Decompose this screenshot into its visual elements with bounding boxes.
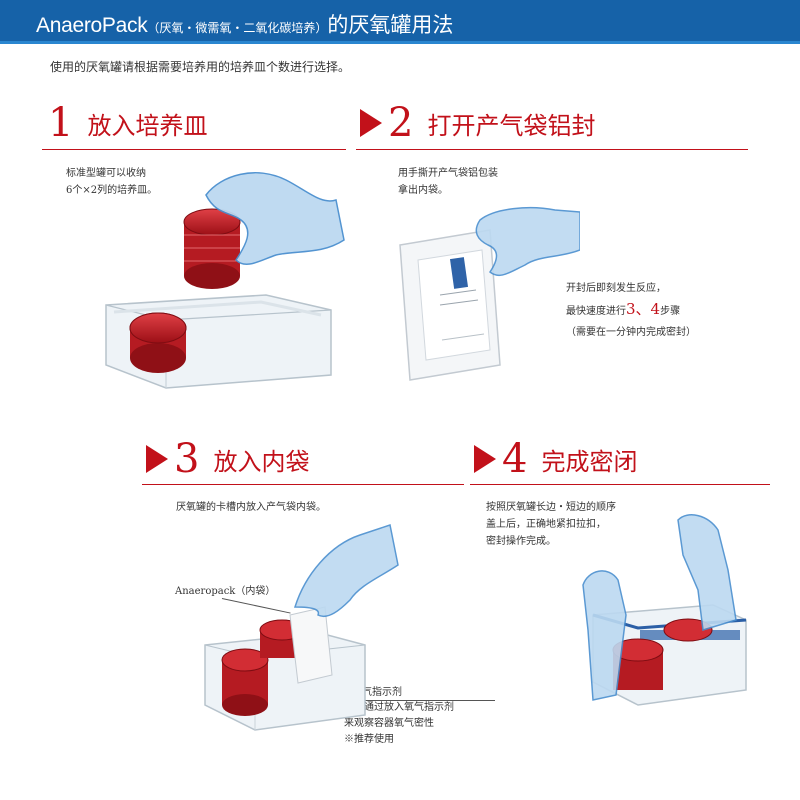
step-2-note: 用手撕开产气袋铝包装 拿出内袋。	[398, 168, 498, 196]
step-number: 2	[388, 100, 414, 146]
step-2-rule	[356, 149, 748, 150]
step-arrow-icon	[146, 445, 168, 473]
step-arrow-icon	[474, 445, 496, 473]
inner-bag	[289, 606, 333, 684]
brand-name: AnaeroPack	[36, 14, 148, 37]
step-2-heading: 2 打开产气袋铝封	[360, 100, 595, 146]
glove-icon	[475, 206, 580, 277]
title-tail: 的厌氧罐用法	[327, 13, 454, 37]
step-number: 1	[48, 100, 74, 146]
brand-subtitle: （厌氧・微需氧・二氧化碳培养）	[147, 21, 328, 35]
step-3-note: 厌氧罐的卡槽内放入产气袋内袋。	[176, 502, 326, 513]
step-2-warning: 开封后即刻发生反应， 最快速度进行3、4步骤 （需要在一分钟内完成密封）	[566, 283, 696, 338]
page-title: AnaeroPack（厌氧・微需氧・二氧化碳培养）的厌氧罐用法	[36, 9, 453, 39]
step-label: 完成密闭	[541, 447, 638, 476]
step-1-note: 标准型罐可以收纳 6个×2列的培养皿。	[66, 168, 158, 196]
gas-pack	[399, 229, 501, 381]
indicator-label: 氧气指示剂	[352, 687, 402, 698]
step-4-heading: 4 完成密闭	[474, 436, 637, 482]
step-number: 4	[502, 436, 528, 482]
step-label: 放入内袋	[213, 447, 310, 476]
anaeropack-callout-label: Anaeropack（内袋）	[175, 586, 276, 597]
step-2-illustration	[399, 206, 580, 381]
step-number: 3	[174, 436, 200, 482]
plate-stack	[183, 208, 241, 289]
glove-icon	[293, 524, 399, 617]
left-glove-icon	[582, 570, 627, 701]
header-bar: AnaeroPack（厌氧・微需氧・二氧化碳培养）的厌氧罐用法	[0, 0, 800, 44]
step-4-rule	[470, 484, 770, 485]
step-arrow-icon	[360, 109, 382, 137]
glove-icon	[205, 172, 345, 265]
step-label: 放入培养皿	[87, 111, 208, 140]
indicator-line	[285, 700, 495, 701]
intro-text: 使用的厌氧罐请根据需要培养用的培养皿个数进行选择。	[50, 60, 351, 74]
step-4-note: 按照厌氧罐长边・短边的顺序 盖上后，正确地紧扣拉扣， 密封操作完成。	[486, 502, 616, 547]
right-glove-icon	[677, 514, 737, 631]
step-1-rule	[42, 149, 346, 150]
step-3-rule	[142, 484, 464, 485]
step-1-illustration	[105, 172, 345, 389]
step-3-illustration	[204, 524, 399, 731]
indicator-note: 可以通过放入氧气指示剂 来观察容器氧气密性 ※推荐使用	[344, 702, 454, 745]
highlight-steps: 3、4	[626, 300, 661, 318]
step-label: 打开产气袋铝封	[427, 111, 596, 140]
step-1-heading: 1 放入培养皿	[48, 100, 207, 146]
header-stripe	[0, 41, 800, 44]
step-4-illustration	[582, 514, 747, 706]
petri-dishes	[129, 312, 187, 373]
step-3-heading: 3 放入内袋	[146, 436, 309, 482]
